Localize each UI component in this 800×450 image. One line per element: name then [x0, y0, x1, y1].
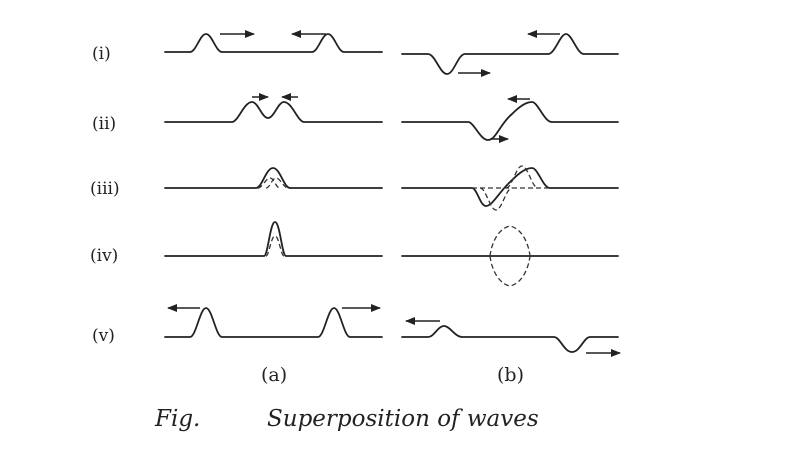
pulse-pair-b-iii [401, 165, 619, 211]
pulse-pair-a-iv [164, 221, 383, 257]
pulse-pair-b-ii [401, 95, 619, 143]
row-label-ii: (ii) [92, 114, 116, 134]
pulse-pair-b-v [401, 317, 621, 357]
row-label-i: (i) [92, 44, 111, 64]
row-label-iii: (iii) [90, 179, 120, 199]
pulse-pair-a-ii [164, 93, 383, 123]
pulse-pair-a-i [164, 30, 383, 53]
caption-title: Superposition of waves [267, 406, 539, 432]
pulse-pair-b-i [401, 30, 619, 77]
row-label-iv: (iv) [90, 246, 118, 266]
pulse-pair-a-iii [164, 167, 383, 189]
column-label-a: (a) [261, 364, 287, 386]
column-label-b: (b) [497, 364, 524, 386]
pulse-pair-a-v [164, 304, 383, 338]
pulse-pair-b-iv [401, 225, 619, 287]
row-label-v: (v) [92, 326, 115, 346]
caption-prefix: Fig. [154, 406, 200, 432]
